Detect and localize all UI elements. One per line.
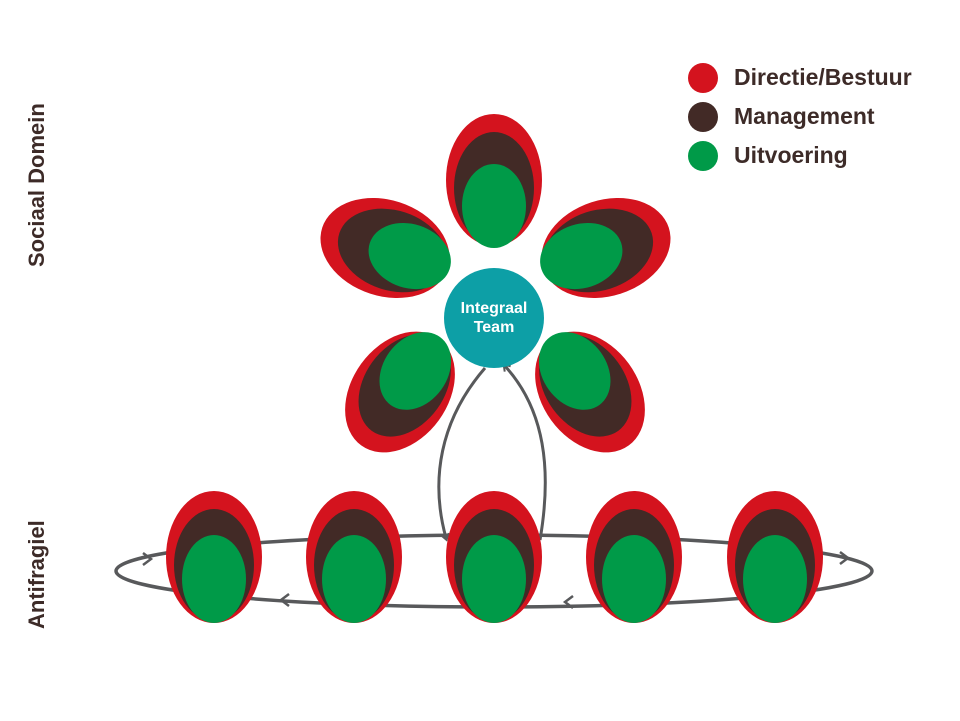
side-label-sociaal-domein: Sociaal Domein xyxy=(24,103,49,267)
chevron-left-icon xyxy=(278,593,290,607)
team-egg-2 xyxy=(306,491,402,623)
petal-top xyxy=(446,114,542,248)
flower xyxy=(320,114,671,453)
loop-chevrons xyxy=(142,551,851,609)
chevron-right-icon xyxy=(142,552,154,566)
legend-label: Directie/Bestuur xyxy=(734,64,912,90)
petal-upper-right xyxy=(540,198,671,298)
integraal-team-circle xyxy=(444,268,544,368)
legend-item-directie: Directie/Bestuur xyxy=(688,58,912,97)
legend-item-uitvoering: Uitvoering xyxy=(688,136,912,175)
chevron-left-icon xyxy=(562,595,574,609)
chevron-right-icon xyxy=(839,551,851,565)
team-egg-5 xyxy=(727,491,823,623)
legend-dot-red-icon xyxy=(688,62,718,93)
center-label: Integraal Team xyxy=(444,268,544,368)
petal-upper-left xyxy=(320,198,451,298)
legend-dot-green-icon xyxy=(688,140,718,171)
legend: Directie/Bestuur Management Uitvoering xyxy=(688,58,912,175)
legend-label: Management xyxy=(734,103,875,129)
center-label-line2: Team xyxy=(473,319,515,336)
center-label-line1: Integraal xyxy=(460,300,528,317)
petal-lower-left xyxy=(345,331,455,453)
team-egg-4 xyxy=(586,491,682,623)
legend-label: Uitvoering xyxy=(734,142,848,168)
arrow-down-connector xyxy=(437,367,487,542)
legend-dot-brown-icon xyxy=(688,101,718,132)
arrow-up-connector xyxy=(502,363,547,541)
team-egg-1 xyxy=(166,491,262,623)
side-label-antifragiel: Antifragiel xyxy=(24,520,49,629)
team-row xyxy=(166,491,823,623)
team-egg-3 xyxy=(446,491,542,623)
petal-lower-right xyxy=(535,331,645,453)
legend-item-management: Management xyxy=(688,97,912,136)
